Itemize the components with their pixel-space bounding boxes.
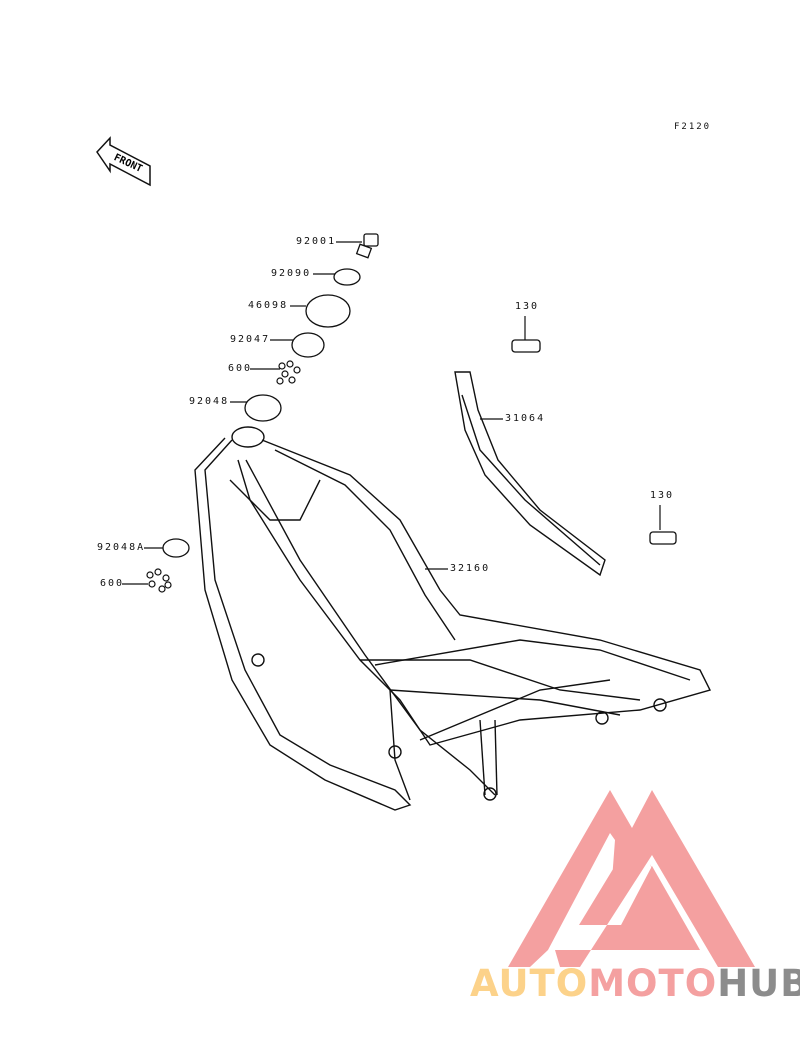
part-label-130-a[interactable]: 130: [515, 301, 540, 312]
watermark-text: AUTOMOTOHUB: [470, 962, 800, 1005]
damper-92047: [291, 332, 325, 358]
bolt-92001: [363, 233, 379, 247]
part-label-600-a[interactable]: 600: [228, 363, 253, 374]
cup-92048: [244, 394, 282, 422]
watermark-hub: HUB: [717, 962, 800, 1005]
part-label-31064[interactable]: 31064: [505, 413, 546, 424]
diagram-code: F2120: [674, 122, 712, 132]
leader-lines: [122, 241, 661, 585]
part-label-130-b[interactable]: 130: [650, 490, 675, 501]
watermark-auto: AUTO: [470, 962, 589, 1005]
damper-92048A: [162, 538, 190, 558]
part-label-92048A[interactable]: 92048A: [97, 542, 146, 553]
parts-drawings: [162, 233, 677, 558]
part-label-92048[interactable]: 92048: [189, 396, 230, 407]
part-label-92001[interactable]: 92001: [296, 236, 337, 247]
main-frame-32160: [194, 426, 712, 811]
part-label-46098[interactable]: 46098: [248, 300, 289, 311]
bearing-balls: [146, 360, 301, 593]
part-label-600-b[interactable]: 600: [100, 578, 125, 589]
front-arrow-icon: [96, 136, 151, 187]
subframe-31064: [454, 371, 606, 577]
collar-92090: [333, 268, 361, 286]
part-label-92090[interactable]: 92090: [271, 268, 312, 279]
bolt-130-b: [649, 531, 677, 545]
part-label-92047[interactable]: 92047: [230, 334, 271, 345]
bolt-130-a: [511, 339, 541, 353]
watermark-moto: MOTO: [588, 962, 718, 1005]
part-label-32160[interactable]: 32160: [450, 563, 491, 574]
damper-46098: [305, 294, 351, 328]
watermark-logo: [508, 790, 755, 967]
